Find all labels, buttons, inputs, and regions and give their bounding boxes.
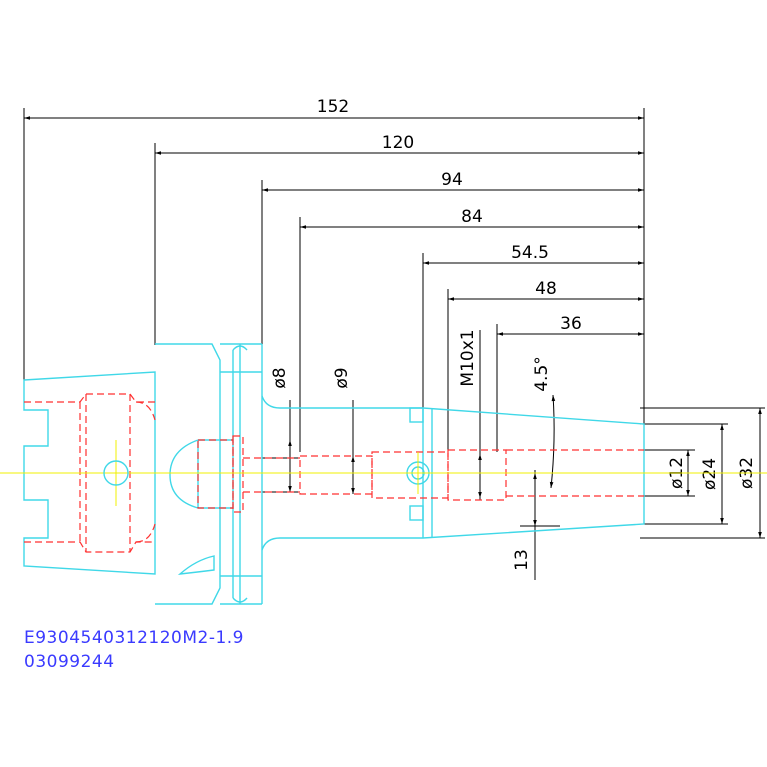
- part-number: E9304540312120M2-1.9: [24, 628, 245, 648]
- dim-phi8: ø8: [270, 367, 290, 388]
- dim-94: 94: [441, 170, 463, 190]
- dim-84: 84: [461, 207, 483, 227]
- dim-120: 120: [382, 133, 414, 153]
- dim-13: 13: [512, 549, 532, 571]
- dim-48: 48: [535, 279, 557, 299]
- dim-54-5: 54.5: [511, 243, 549, 263]
- centerlines: [0, 440, 767, 506]
- holder-outline: [23, 343, 645, 605]
- dim-thread: M10x1: [458, 329, 478, 386]
- part-code: 03099244: [24, 652, 115, 672]
- horizontal-dimensions: 152 120 94 84 54.5 48 36: [23, 97, 645, 452]
- vertical-dimensions: ø8 ø9 M10x1 4.5° 13 ø12 ø: [262, 329, 765, 580]
- dim-phi9: ø9: [332, 367, 352, 388]
- dim-phi24: ø24: [700, 458, 720, 490]
- dim-36: 36: [560, 314, 582, 334]
- dim-angle: 4.5°: [532, 356, 552, 392]
- dim-152: 152: [317, 97, 349, 117]
